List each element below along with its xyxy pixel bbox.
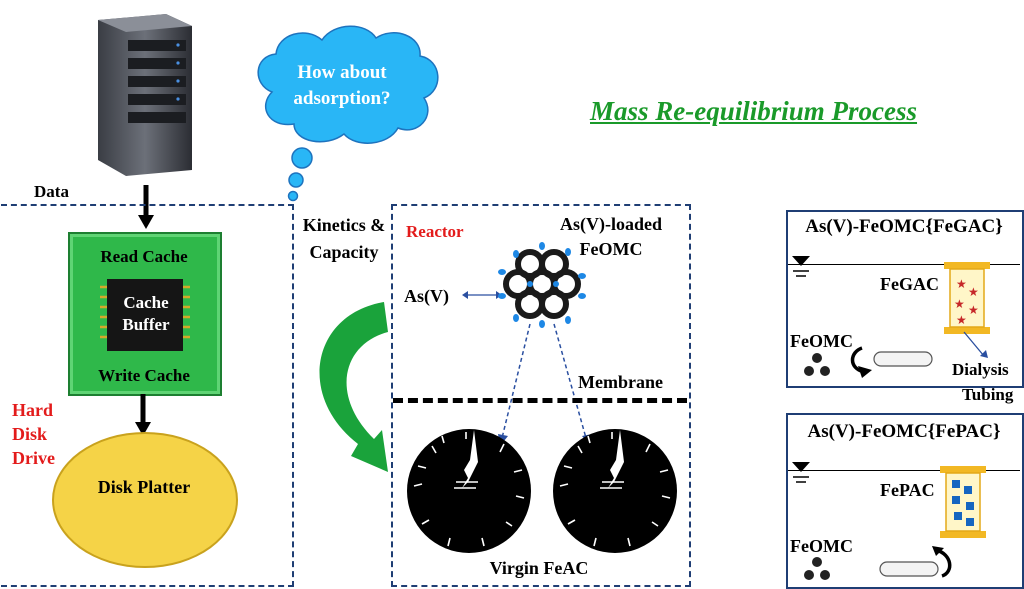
fegac-label: FeGAC	[880, 274, 939, 294]
fegac-feomc-particles	[804, 353, 830, 376]
membrane-line	[393, 398, 687, 403]
fegac-feomc-label: FeOMC	[790, 331, 853, 351]
cache-buffer-label: Cache Buffer	[122, 293, 170, 334]
data-arrow	[138, 185, 154, 229]
write-cache-label: Write Cache	[98, 366, 190, 385]
fegac-panel	[786, 210, 1024, 388]
svg-text:★: ★	[956, 313, 967, 327]
fegac-water-line	[788, 264, 1020, 265]
hard-disk-drive-box	[1, 204, 294, 587]
server-icon	[98, 14, 192, 176]
cache-chip	[100, 279, 190, 351]
svg-text:★: ★	[968, 285, 979, 299]
data-label: Data	[34, 182, 69, 201]
dialysis-label: Dialysis	[952, 360, 1009, 379]
kinetics-capacity-label: Kinetics & Capacity	[302, 215, 386, 262]
svg-text:★: ★	[956, 277, 967, 291]
virgin-feac-label: Virgin FeAC	[489, 558, 589, 578]
cache-to-disk-arrow	[135, 394, 151, 436]
fepac-water-line	[788, 470, 1020, 471]
feac-particle-left	[407, 429, 531, 553]
disk-platter-label: Disk Platter	[97, 477, 191, 497]
fepac-feomc-label: FeOMC	[790, 536, 853, 556]
water-level-icon	[792, 256, 810, 277]
hard-disk-drive-label: Hard Disk Drive	[12, 400, 55, 468]
membrane-label: Membrane	[578, 372, 663, 392]
fegac-dialysis-bag: ★★ ★★★	[944, 262, 990, 334]
thought-cloud	[257, 25, 439, 202]
tubing-label: Tubing	[962, 385, 1014, 404]
reactor-label: Reactor	[406, 222, 464, 241]
fegac-stir-bar	[850, 346, 933, 378]
fepac-dialysis-bag	[940, 466, 986, 538]
feomc-particle	[498, 242, 586, 328]
asv-label: As(V)	[404, 286, 449, 306]
feac-particle-right	[553, 429, 677, 553]
svg-text:★: ★	[968, 303, 979, 317]
fegac-panel-title: As(V)-FeOMC{FeGAC}	[805, 216, 1003, 237]
dialysis-pointer	[963, 331, 988, 358]
water-level-icon-2	[792, 462, 810, 483]
cloud-text: How about adsorption?	[293, 62, 391, 109]
green-curved-arrow	[319, 302, 388, 472]
fepac-label: FePAC	[880, 480, 935, 500]
fepac-panel	[786, 413, 1024, 589]
page-title: Mass Re-equilibrium Process	[590, 96, 918, 126]
disk-platter	[52, 432, 238, 568]
asv-loaded-feomc-label: As(V)-loaded FeOMC	[560, 214, 662, 259]
read-cache-label: Read Cache	[100, 247, 188, 266]
reactor-box	[391, 204, 691, 587]
svg-text:★: ★	[954, 297, 965, 311]
fepac-panel-title: As(V)-FeOMC{FePAC}	[807, 421, 1001, 442]
fepac-feomc-particles	[804, 557, 830, 580]
fepac-stir-bar	[879, 546, 952, 578]
